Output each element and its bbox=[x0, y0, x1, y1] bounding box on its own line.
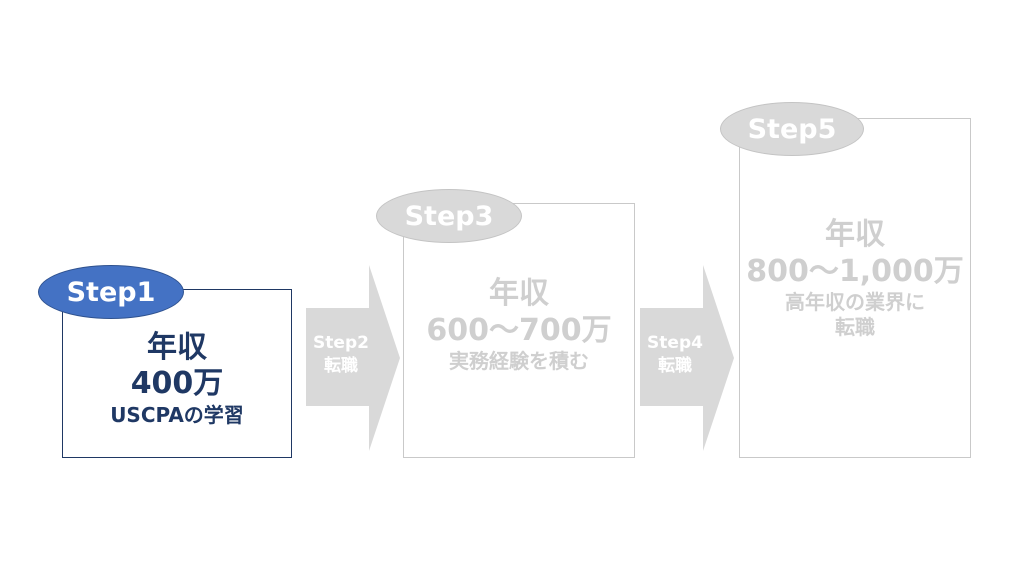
step1-badge: Step1 bbox=[38, 265, 184, 319]
step3-badge: Step3 bbox=[376, 189, 522, 243]
step2-arrow bbox=[306, 265, 400, 451]
step3-description: 実務経験を積む bbox=[449, 349, 589, 374]
step4-arrow-text: Step4 転職 bbox=[640, 332, 710, 378]
step4-action: 転職 bbox=[658, 355, 692, 376]
step2-action: 転職 bbox=[324, 355, 358, 376]
step4-label: Step4 bbox=[647, 333, 703, 353]
step5-description-2: 転職 bbox=[835, 314, 875, 339]
step5-description: 高年収の業界に bbox=[785, 290, 925, 315]
step3-income-value: 600～700万 bbox=[426, 312, 612, 348]
step1-description: USCPAの学習 bbox=[110, 402, 244, 427]
step2-label: Step2 bbox=[313, 333, 369, 353]
step4-arrow bbox=[640, 265, 734, 451]
step2-arrow-text: Step2 転職 bbox=[306, 332, 376, 378]
step3-income-label: 年収 bbox=[489, 276, 549, 311]
step5-box: 年収 800～1,000万 高年収の業界に 転職 bbox=[739, 118, 971, 458]
step1-income-label: 年収 bbox=[147, 329, 207, 365]
step1-box: 年収 400万 USCPAの学習 bbox=[62, 289, 292, 458]
step5-badge: Step5 bbox=[720, 102, 864, 156]
step5-income-label: 年収 bbox=[825, 217, 885, 252]
step3-box: 年収 600～700万 実務経験を積む bbox=[403, 203, 635, 458]
step1-income-value: 400万 bbox=[130, 366, 224, 402]
step5-income-value: 800～1,000万 bbox=[746, 253, 964, 289]
